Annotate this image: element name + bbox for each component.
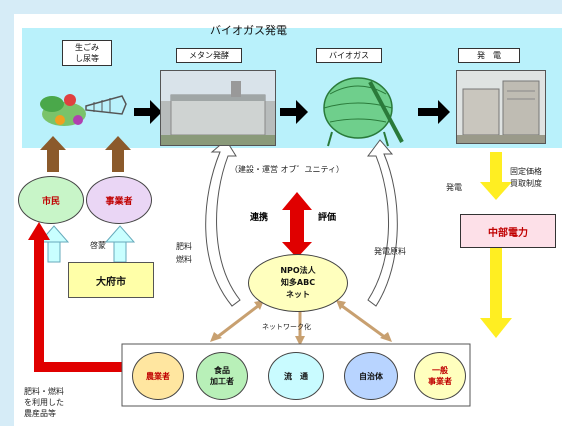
brown-arrow-citizens	[40, 136, 66, 172]
stage-label-food-waste: 生ごみ し尿等	[62, 40, 112, 66]
stage-label-power: 発 電	[458, 48, 520, 63]
enlighten-label: 啓蒙	[90, 241, 106, 250]
process-arrow-2	[280, 100, 308, 124]
cooperation-label: 連携	[250, 213, 269, 223]
process-arrow-1	[134, 100, 162, 124]
obu-city-box: 大府市	[68, 262, 154, 298]
material-curve-arrow	[367, 139, 398, 307]
member-food-processors: 食品 加工者	[196, 352, 248, 400]
fermentation-tank-photo	[160, 70, 276, 146]
member-general-business: 一般 事業者	[414, 352, 466, 400]
member-distribution: 流 通	[268, 352, 324, 400]
farm-products-label: 肥料・燃料 を利用した 農産品等	[24, 387, 64, 418]
red-return-arrow	[28, 222, 126, 372]
power-arrow-to-chubu	[480, 152, 512, 200]
fixed-price-label: 固定価格 買取制度	[510, 167, 542, 188]
networking-arrows	[215, 304, 387, 340]
stage-label-methane: メタン発酵	[176, 48, 242, 63]
member-farmers: 農業者	[132, 352, 184, 400]
businesses-node: 事業者	[86, 176, 152, 224]
power-arrow-to-members	[480, 248, 512, 338]
member-municipality: 自治体	[344, 352, 398, 400]
power-gen-label: 発電	[446, 183, 462, 192]
brown-arrow-businesses	[105, 136, 131, 172]
enlighten-arrow-businesses	[104, 225, 136, 263]
evaluation-label: 評価	[318, 213, 337, 223]
npo-node: NPO法人 知多ABC ネット	[248, 254, 348, 312]
stage-label-biogas: バイオガス	[316, 48, 382, 63]
citizens-node: 市民	[18, 176, 84, 224]
diagram-title: バイオガス発電	[210, 24, 287, 37]
gas-holder-icon	[323, 77, 404, 147]
process-arrow-3	[418, 100, 450, 124]
fertilizer-fuel-label: 肥料 燃料	[176, 242, 192, 264]
construction-label: （建設・運営 オブ゛ユニティ）	[230, 165, 345, 174]
networking-label: ネットワーク化	[262, 323, 311, 331]
generator-photo	[456, 70, 546, 144]
power-material-label: 発電原料	[374, 247, 406, 256]
food-waste-icon	[40, 94, 127, 126]
chubu-electric-box: 中部電力	[460, 214, 556, 248]
cooperation-double-arrow	[282, 192, 312, 258]
